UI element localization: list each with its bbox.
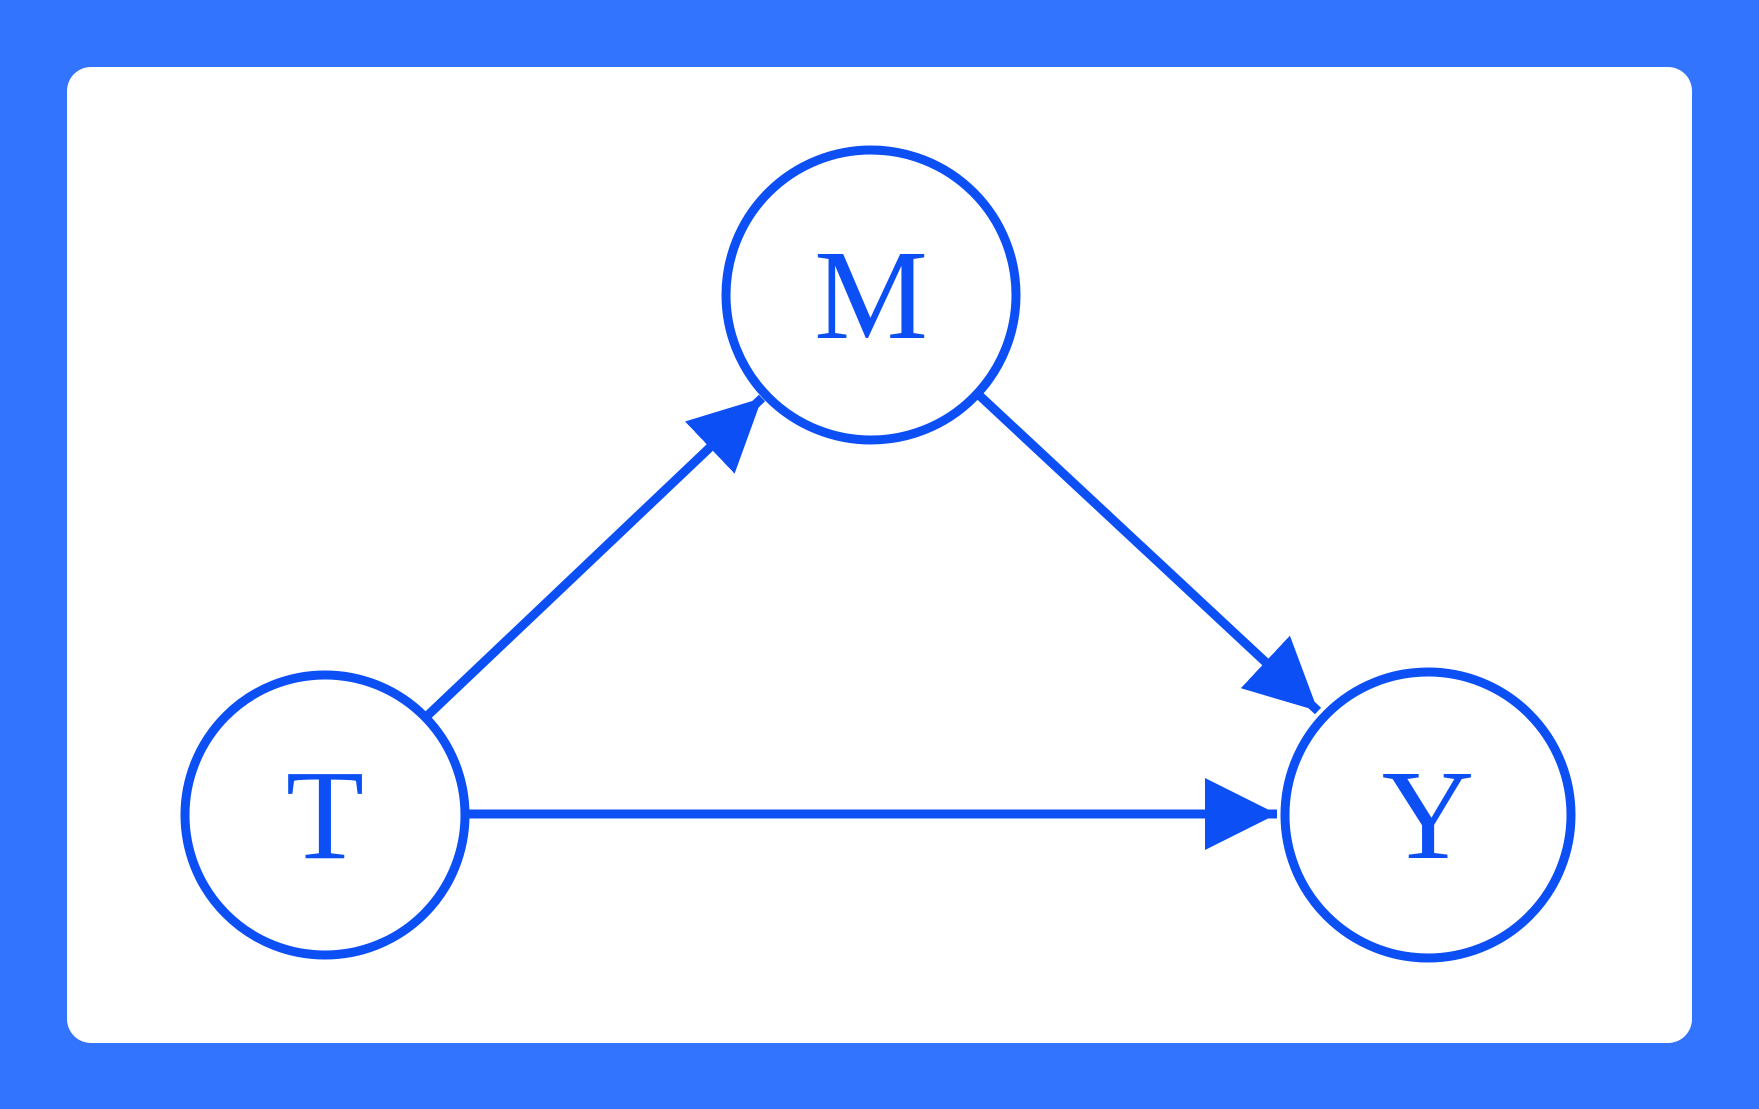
edge-m-to-y <box>976 392 1322 715</box>
node-t: T <box>180 670 470 960</box>
node-m: M <box>721 145 1021 445</box>
node-t-label: T <box>286 744 364 886</box>
edges-layer <box>422 392 1322 850</box>
node-m-circle <box>721 145 1021 445</box>
edge-t-to-m <box>422 394 766 721</box>
node-y-circle <box>1280 667 1576 963</box>
node-m-label: M <box>814 224 928 366</box>
node-y: Y <box>1280 667 1576 963</box>
node-t-circle <box>180 670 470 960</box>
node-y-label: Y <box>1382 744 1474 886</box>
